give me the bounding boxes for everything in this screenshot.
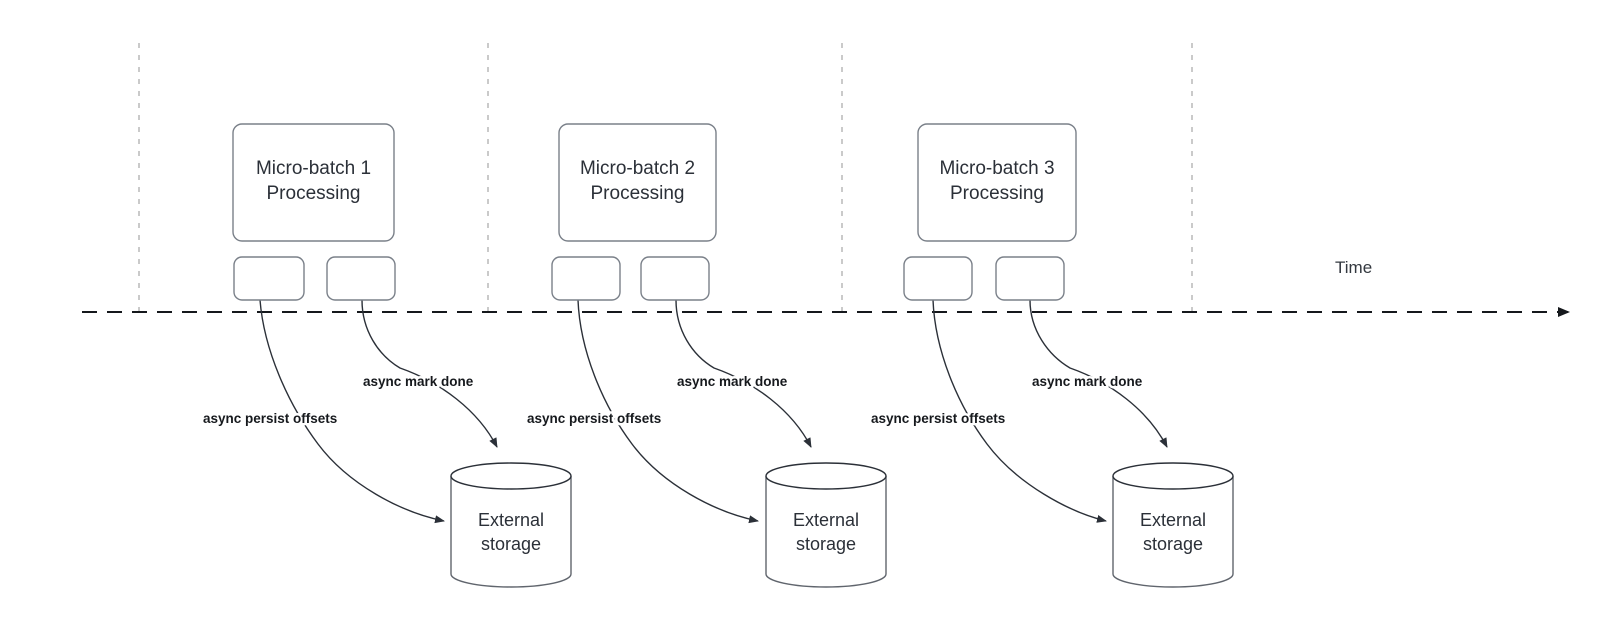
edge-persist-offsets-1: [259, 299, 445, 524]
edge-mark-done-2-label: async mark done: [677, 374, 788, 389]
storage-label-line1: External: [793, 510, 859, 530]
edge-labels-layer: async persist offsets async persist offse…: [201, 372, 1146, 429]
edge-mark-done-2: [675, 299, 812, 448]
storage-cylinder-body-group-1[interactable]: [450, 476, 572, 588]
storage-label-line2: storage: [796, 534, 856, 554]
storage-cylinder-top-group-3[interactable]: [1112, 462, 1234, 490]
storage-cylinder-body-group-2[interactable]: [765, 476, 887, 588]
edge-mark-done-3-label-halo: async mark done: [1032, 374, 1143, 389]
process-box-group-3[interactable]: [917, 123, 1077, 242]
edge-persist-offsets-1-label-halo: async persist offsets: [203, 411, 337, 426]
edge-persist-offsets-1-label: async persist offsets: [203, 411, 337, 426]
process-box-title-line2: Processing: [950, 183, 1044, 204]
process-box-title-line1: Micro-batch 2: [580, 158, 695, 179]
edge-mark-done-1-label: async mark done: [363, 374, 474, 389]
process-box-title-line2: Processing: [591, 183, 685, 204]
edge-mark-done-3: [1029, 299, 1168, 448]
process-box-title-line1: Micro-batch 3: [939, 158, 1054, 179]
process-box-title-line2: Processing: [267, 183, 361, 204]
task-box-persist-2[interactable]: [551, 256, 621, 301]
task-box-mark-2[interactable]: [640, 256, 710, 301]
edge-persist-offsets-3-label-halo: async persist offsets: [871, 411, 1005, 426]
storage-cylinder-body-group-3[interactable]: [1112, 476, 1234, 588]
tick-lines-layer: [138, 43, 1193, 312]
edges-layer: [259, 299, 1168, 524]
edge-mark-done-2-label-halo: async mark done: [677, 374, 788, 389]
edge-mark-done-3-label: async mark done: [1032, 374, 1143, 389]
process-box-group-1[interactable]: [232, 123, 395, 242]
task-box-persist-3[interactable]: [903, 256, 973, 301]
storage-label-line1: External: [1140, 510, 1206, 530]
edge-mark-done-1: [361, 299, 498, 448]
storage-cylinder-top-group-1[interactable]: [450, 462, 572, 490]
time-axis-layer: Time: [82, 258, 1570, 317]
task-box-mark-1[interactable]: [326, 256, 396, 301]
task-box-mark-3[interactable]: [995, 256, 1065, 301]
process-box-title-line1: Micro-batch 1: [256, 158, 371, 179]
edge-persist-offsets-3: [932, 299, 1107, 523]
process-box-group-2[interactable]: [558, 123, 717, 242]
edge-persist-offsets-2: [577, 299, 759, 524]
storage-label-line1: External: [478, 510, 544, 530]
storage-label-line2: storage: [1143, 534, 1203, 554]
edge-persist-offsets-3-label: async persist offsets: [871, 411, 1005, 426]
task-box-persist-1[interactable]: [233, 256, 305, 301]
edge-persist-offsets-2-label: async persist offsets: [527, 411, 661, 426]
storage-cylinder-top-group-2[interactable]: [765, 462, 887, 490]
storage-label-line2: storage: [481, 534, 541, 554]
time-axis-label: Time: [1335, 258, 1372, 277]
edge-mark-done-1-label-halo: async mark done: [363, 374, 474, 389]
edge-persist-offsets-2-label-halo: async persist offsets: [527, 411, 661, 426]
